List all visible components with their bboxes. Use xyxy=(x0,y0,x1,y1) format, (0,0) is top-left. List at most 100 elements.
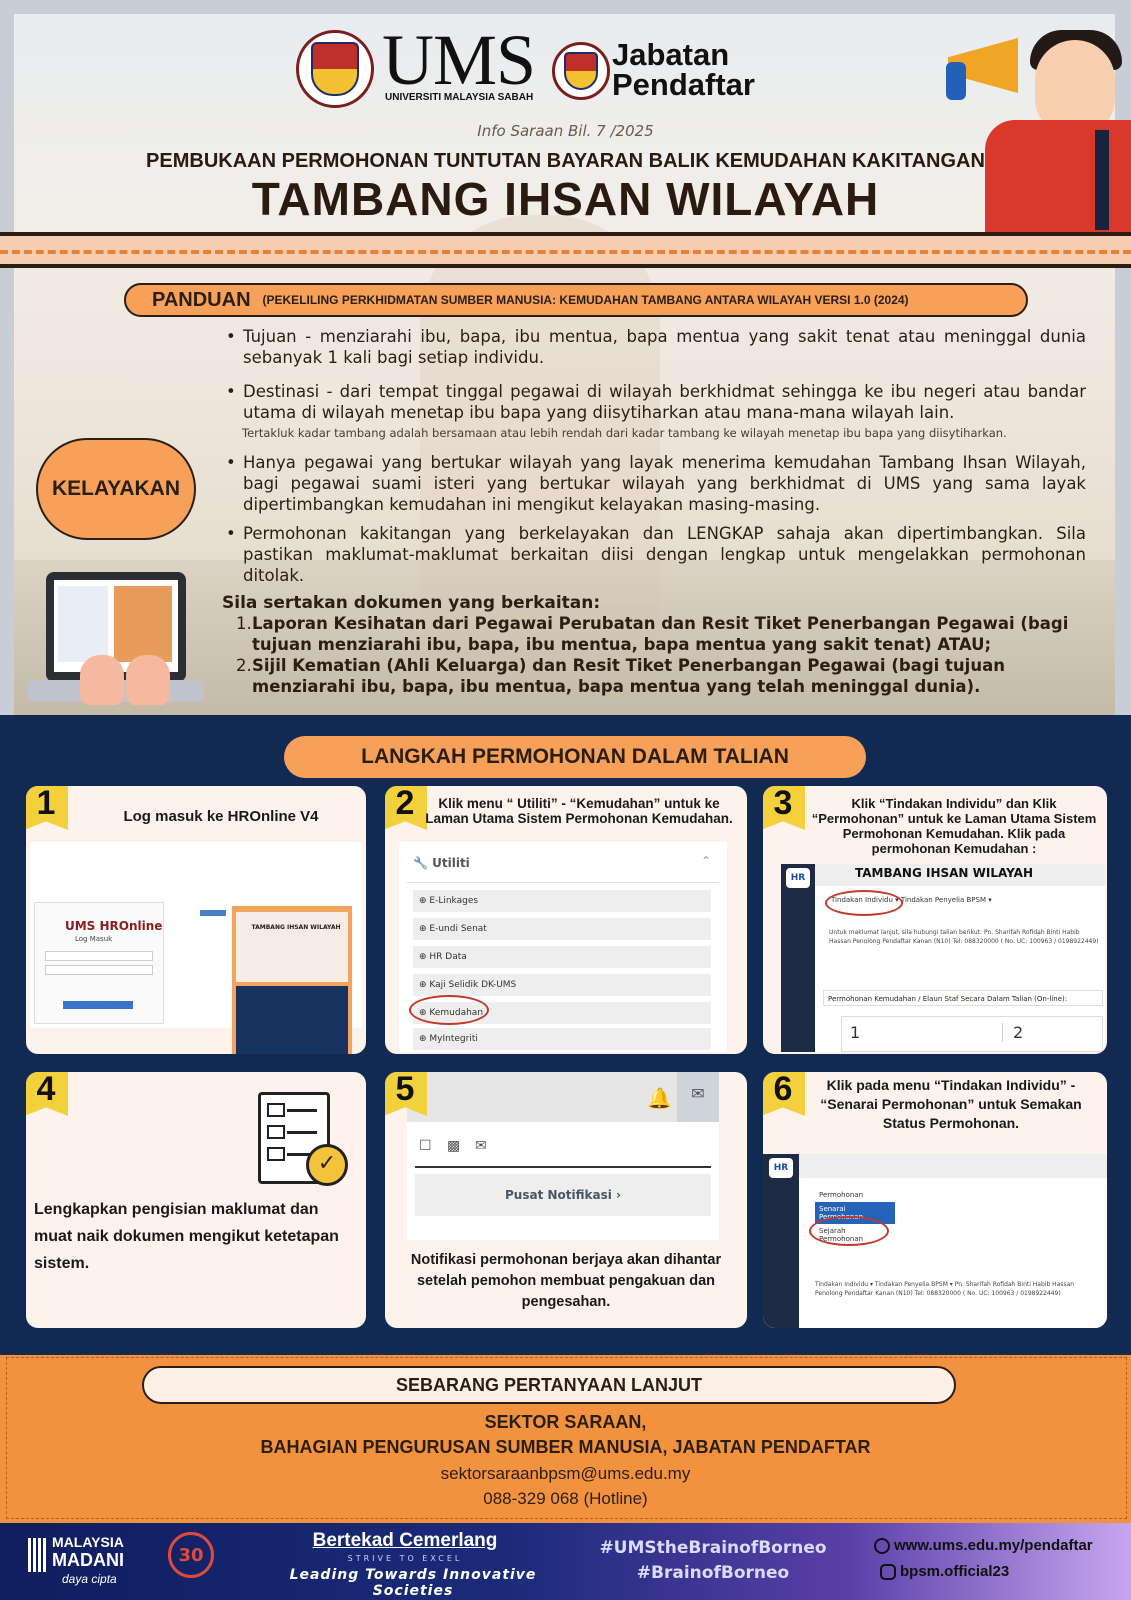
mail-icon: ✉ xyxy=(677,1072,719,1122)
page-subtitle: PEMBUKAAN PERMOHONAN TUNTUTAN BAYARAN BA… xyxy=(146,150,985,172)
kelayakan-bullet: Hanya pegawai yang bertukar wilayah yang… xyxy=(226,452,1086,515)
poster-thumbnail: TAMBANG IHSAN WILAYAH xyxy=(232,906,352,1054)
hronline-screenshot: UMS HROnline Log Masuk TAMBANG IHSAN WIL… xyxy=(30,842,362,1054)
frame-right xyxy=(1115,0,1131,715)
faq-title: SEBARANG PERTANYAAN LANJUT xyxy=(142,1366,956,1404)
steps-title: LANGKAH PERMOHONAN DALAM TALIAN xyxy=(284,736,866,778)
step-caption: Lengkapkan pengisian maklumat dan muat n… xyxy=(34,1201,339,1272)
step-numbers: 1 2 xyxy=(841,1016,1103,1052)
sidebar: HR xyxy=(763,1154,799,1328)
anniversary-30-logo: 30 xyxy=(168,1532,214,1578)
panduan-bar: PANDUAN (PEKELILING PERKHIDMATAN SUMBER … xyxy=(124,283,1028,317)
step-caption: Klik “Tindakan Individu” dan Klik “Permo… xyxy=(811,796,1097,856)
screen-info: Tindakan Individu ▾ Tindakan Penyelia BP… xyxy=(815,1281,1075,1297)
step-card-6: 6 Klik pada menu “Tindakan Individu” - “… xyxy=(763,1072,1107,1328)
instagram-link[interactable]: bpsm.official23 xyxy=(900,1563,1010,1580)
mascot-tie xyxy=(1095,130,1109,230)
globe-icon xyxy=(874,1538,890,1554)
sidebar: HR xyxy=(781,864,815,1052)
ums-logo: UMS xyxy=(382,20,536,100)
hand-right xyxy=(126,655,170,705)
screen-title: TAMBANG IHSAN WILAYAH xyxy=(855,866,1034,880)
step-caption: Klik menu “ Utiliti” - “Kemudahan” untuk… xyxy=(425,796,733,826)
slogan-leading: Leading Towards Innovative Societies xyxy=(289,1567,537,1599)
kelayakan-bullet: Permohonan kakitangan yang berkelayakan … xyxy=(226,523,1086,586)
contact-phone[interactable]: 088-329 068 (Hotline) xyxy=(483,1489,648,1508)
step-number-badge: 6 xyxy=(763,1072,805,1116)
archive-icon: ▩ xyxy=(447,1138,461,1154)
website-link[interactable]: www.ums.edu.my/pendaftar xyxy=(894,1537,1093,1554)
step-number-badge: 3 xyxy=(763,786,805,830)
step-num-1: 1 xyxy=(850,1023,861,1042)
screen-box: Permohonan Kemudahan / Elaun Staf Secara… xyxy=(823,990,1103,1006)
notification-center-button: Pusat Notifikasi › xyxy=(415,1174,711,1216)
utiliti-menu-screenshot: 🔧 Utiliti ⌃ ⊕ E-Linkages ⊕ E-undi Senat … xyxy=(399,842,727,1052)
top-bar xyxy=(799,1154,1107,1178)
kelayakan-note: Tertakluk kadar tambang adalah bersamaan… xyxy=(242,426,1007,440)
page-title: TAMBANG IHSAN WILAYAH xyxy=(251,173,880,225)
panduan-reference: (PEKELILING PERKHIDMATAN SUMBER MANUSIA:… xyxy=(262,293,909,307)
step-caption: Klik pada menu “Tindakan Individu” - “Se… xyxy=(820,1077,1082,1131)
contact-line: BAHAGIAN PENGURUSAN SUMBER MANUSIA, JABA… xyxy=(260,1437,871,1457)
senarai-screenshot: HR Permohonan Senarai Permohonan Sejarah… xyxy=(763,1154,1107,1328)
screen-info: Untuk maklumat lanjut, sila hubungi tali… xyxy=(829,929,1099,945)
system-screenshot: HR TAMBANG IHSAN WILAYAH Tindakan Indivi… xyxy=(781,864,1105,1052)
checkmark-icon: ✓ xyxy=(306,1144,348,1186)
step-number-badge: 5 xyxy=(385,1072,427,1116)
screen-tabs: Tindakan Individu ▾ Tindakan Penyelia BP… xyxy=(831,896,992,904)
contact-line: SEKTOR SARAAN, xyxy=(484,1412,647,1432)
slogan-bertekad: Bertekad Cemerlang xyxy=(312,1530,498,1551)
documents-title: Sila sertakan dokumen yang berkaitan: xyxy=(222,593,601,613)
hand-left xyxy=(80,655,124,705)
ums-seal-icon xyxy=(296,30,374,108)
step-card-3: 3 Klik “Tindakan Individu” dan Klik “Per… xyxy=(763,786,1107,1054)
menu-item: ⊕ E-Linkages xyxy=(413,890,711,912)
document-item: 1.Laporan Kesihatan dari Pegawai Perubat… xyxy=(236,614,1069,654)
login-panel: UMS HROnline Log Masuk xyxy=(34,902,164,1024)
login-button xyxy=(63,1001,133,1009)
highlight-circle xyxy=(825,890,903,916)
mascot-head xyxy=(1035,40,1115,135)
dashed-divider xyxy=(0,232,1131,268)
frame-top xyxy=(0,0,1131,14)
highlight-circle xyxy=(409,995,489,1025)
dropdown-item: Permohonan xyxy=(819,1191,864,1199)
top-bar: TAMBANG IHSAN WILAYAH xyxy=(815,864,1105,886)
step-card-5: 🔔 ✉ ☐ ▩ ✉ Pusat Notifikasi › 5 Notifikas… xyxy=(385,1072,747,1328)
step-card-4: 4 ✓ Lengkapkan pengisian maklumat dan mu… xyxy=(26,1072,366,1328)
contact-email[interactable]: sektorsaraanbpsm@ums.edu.my xyxy=(440,1464,691,1483)
frame-left xyxy=(0,0,14,715)
ums-seal-small-icon xyxy=(552,42,610,100)
menu-item: ⊕ E-undi Senat xyxy=(413,918,711,940)
hashtag: #BrainofBorneo xyxy=(636,1563,790,1583)
bell-icon: 🔔 xyxy=(647,1086,672,1110)
jabatan-pendaftar-logo: Jabatan Pendaftar xyxy=(612,37,755,102)
menu-item: ⊕ MyIntegriti xyxy=(413,1028,711,1050)
username-field xyxy=(45,951,153,961)
hronline-logo: UMS HROnline xyxy=(65,919,163,933)
chevron-up-icon: ⌃ xyxy=(700,854,711,868)
kelayakan-badge: KELAYAKAN xyxy=(36,438,196,540)
malaysia-madani-logo: MALAYSIA MADANI daya cipta xyxy=(26,1534,136,1588)
login-label: Log Masuk xyxy=(75,935,113,943)
menu-item: ⊕ HR Data xyxy=(413,946,711,968)
notification-screenshot: 🔔 ✉ ☐ ▩ ✉ Pusat Notifikasi › xyxy=(407,1072,719,1240)
info-number: Info Saraan Bil. 7 /2025 xyxy=(477,122,654,140)
password-field xyxy=(45,965,153,975)
utiliti-menu-title: 🔧 Utiliti xyxy=(413,856,470,870)
slogan-strive: STRIVE TO EXCEL xyxy=(347,1554,463,1563)
kelayakan-bullet: Tujuan - menziarahi ibu, bapa, ibu mentu… xyxy=(226,326,1086,368)
checkbox-icon: ☐ xyxy=(419,1138,432,1154)
hr-logo: HR xyxy=(769,1158,793,1178)
mini-tab xyxy=(200,910,226,916)
envelope-open-icon: ✉ xyxy=(475,1138,487,1154)
hashtag: #UMStheBrainofBorneo xyxy=(599,1538,827,1558)
thumbnail-title: TAMBANG IHSAN WILAYAH xyxy=(251,924,341,931)
step-caption: Notifikasi permohonan berjaya akan dihan… xyxy=(410,1252,722,1310)
megaphone-handle xyxy=(946,62,966,100)
step-card-1: 1 Log masuk ke HROnline V4 UMS HROnline … xyxy=(26,786,366,1054)
document-item: 2.Sijil Kematian (Ahli Keluarga) dan Res… xyxy=(236,656,1005,696)
step-caption: Log masuk ke HROnline V4 xyxy=(123,808,319,825)
kelayakan-bullet: Destinasi - dari tempat tinggal pegawai … xyxy=(226,381,1086,423)
menu-item: ⊕ Kaji Selidik DK-UMS xyxy=(413,974,711,996)
